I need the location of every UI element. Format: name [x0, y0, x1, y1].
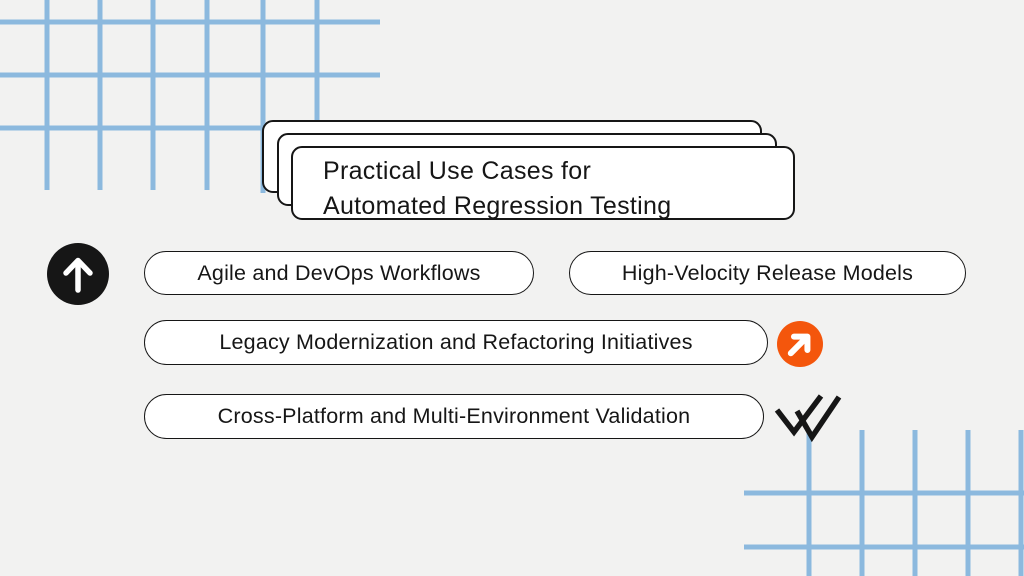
double-checkmark-icon	[774, 394, 842, 443]
arrow-up-right-icon	[787, 333, 811, 357]
title-card-front: Practical Use Cases for Automated Regres…	[291, 146, 795, 220]
arrow-up-icon	[63, 257, 93, 293]
pill-cross-platform-multi-environment: Cross-Platform and Multi-Environment Val…	[144, 394, 764, 439]
pill-high-velocity-release-models: High-Velocity Release Models	[569, 251, 966, 295]
title-line-1: Practical Use Cases for	[323, 157, 592, 185]
pill-label: Legacy Modernization and Refactoring Ini…	[219, 330, 693, 354]
pill-agile-devops-workflows: Agile and DevOps Workflows	[144, 251, 534, 295]
pill-label: Cross-Platform and Multi-Environment Val…	[217, 404, 691, 428]
pill-legacy-modernization-refactoring: Legacy Modernization and Refactoring Ini…	[144, 320, 768, 365]
arrow-up-badge	[47, 243, 109, 305]
title-line-2: Automated Regression Testing	[323, 192, 672, 220]
trend-arrow-badge	[777, 321, 823, 367]
grid-pattern-bottom-right	[744, 430, 1024, 576]
pill-label: Agile and DevOps Workflows	[197, 260, 481, 285]
pill-label: High-Velocity Release Models	[621, 260, 914, 285]
